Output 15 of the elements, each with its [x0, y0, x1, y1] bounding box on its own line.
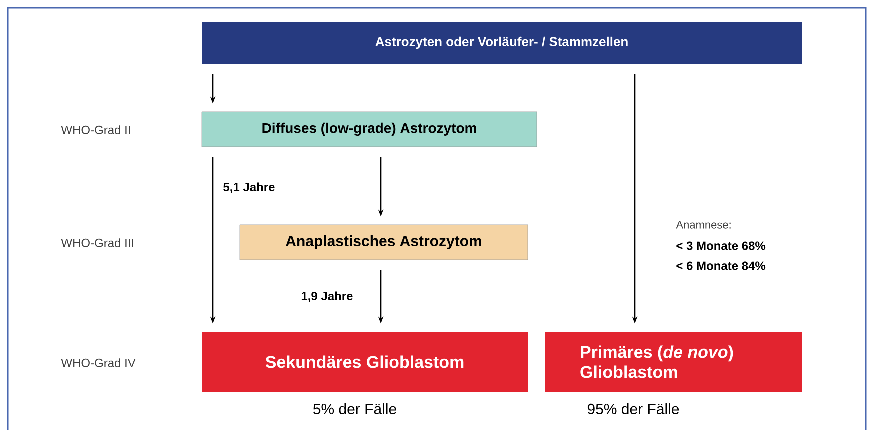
note-text: < 6 Monate 84%	[676, 262, 766, 270]
grade-box: Anaplastisches Astrozytom	[240, 224, 528, 260]
edge-label: 5,1 Jahre	[224, 182, 275, 194]
header-box: Astrozyten oder Vorläufer- / Stammzellen	[202, 22, 802, 64]
grade-label: WHO-Grad III	[61, 238, 134, 248]
tumor-box: Sekundäres Glioblastom	[202, 332, 528, 392]
tumor-box: Primäres (de novo) Glioblastom	[545, 332, 802, 392]
case-share-label: 5% der Fälle	[314, 404, 396, 415]
note-text: < 3 Monate 68%	[676, 242, 766, 250]
case-share-label: 95% der Fälle	[588, 404, 680, 415]
grade-label: WHO-Grad II	[61, 126, 130, 134]
grade-label: WHO-Grad IV	[61, 358, 136, 368]
grade-box: Diffuses (low-grade) Astrozytom	[202, 112, 538, 148]
note-text: Anamnese:	[676, 221, 731, 229]
edge-label: 1,9 Jahre	[302, 292, 353, 302]
